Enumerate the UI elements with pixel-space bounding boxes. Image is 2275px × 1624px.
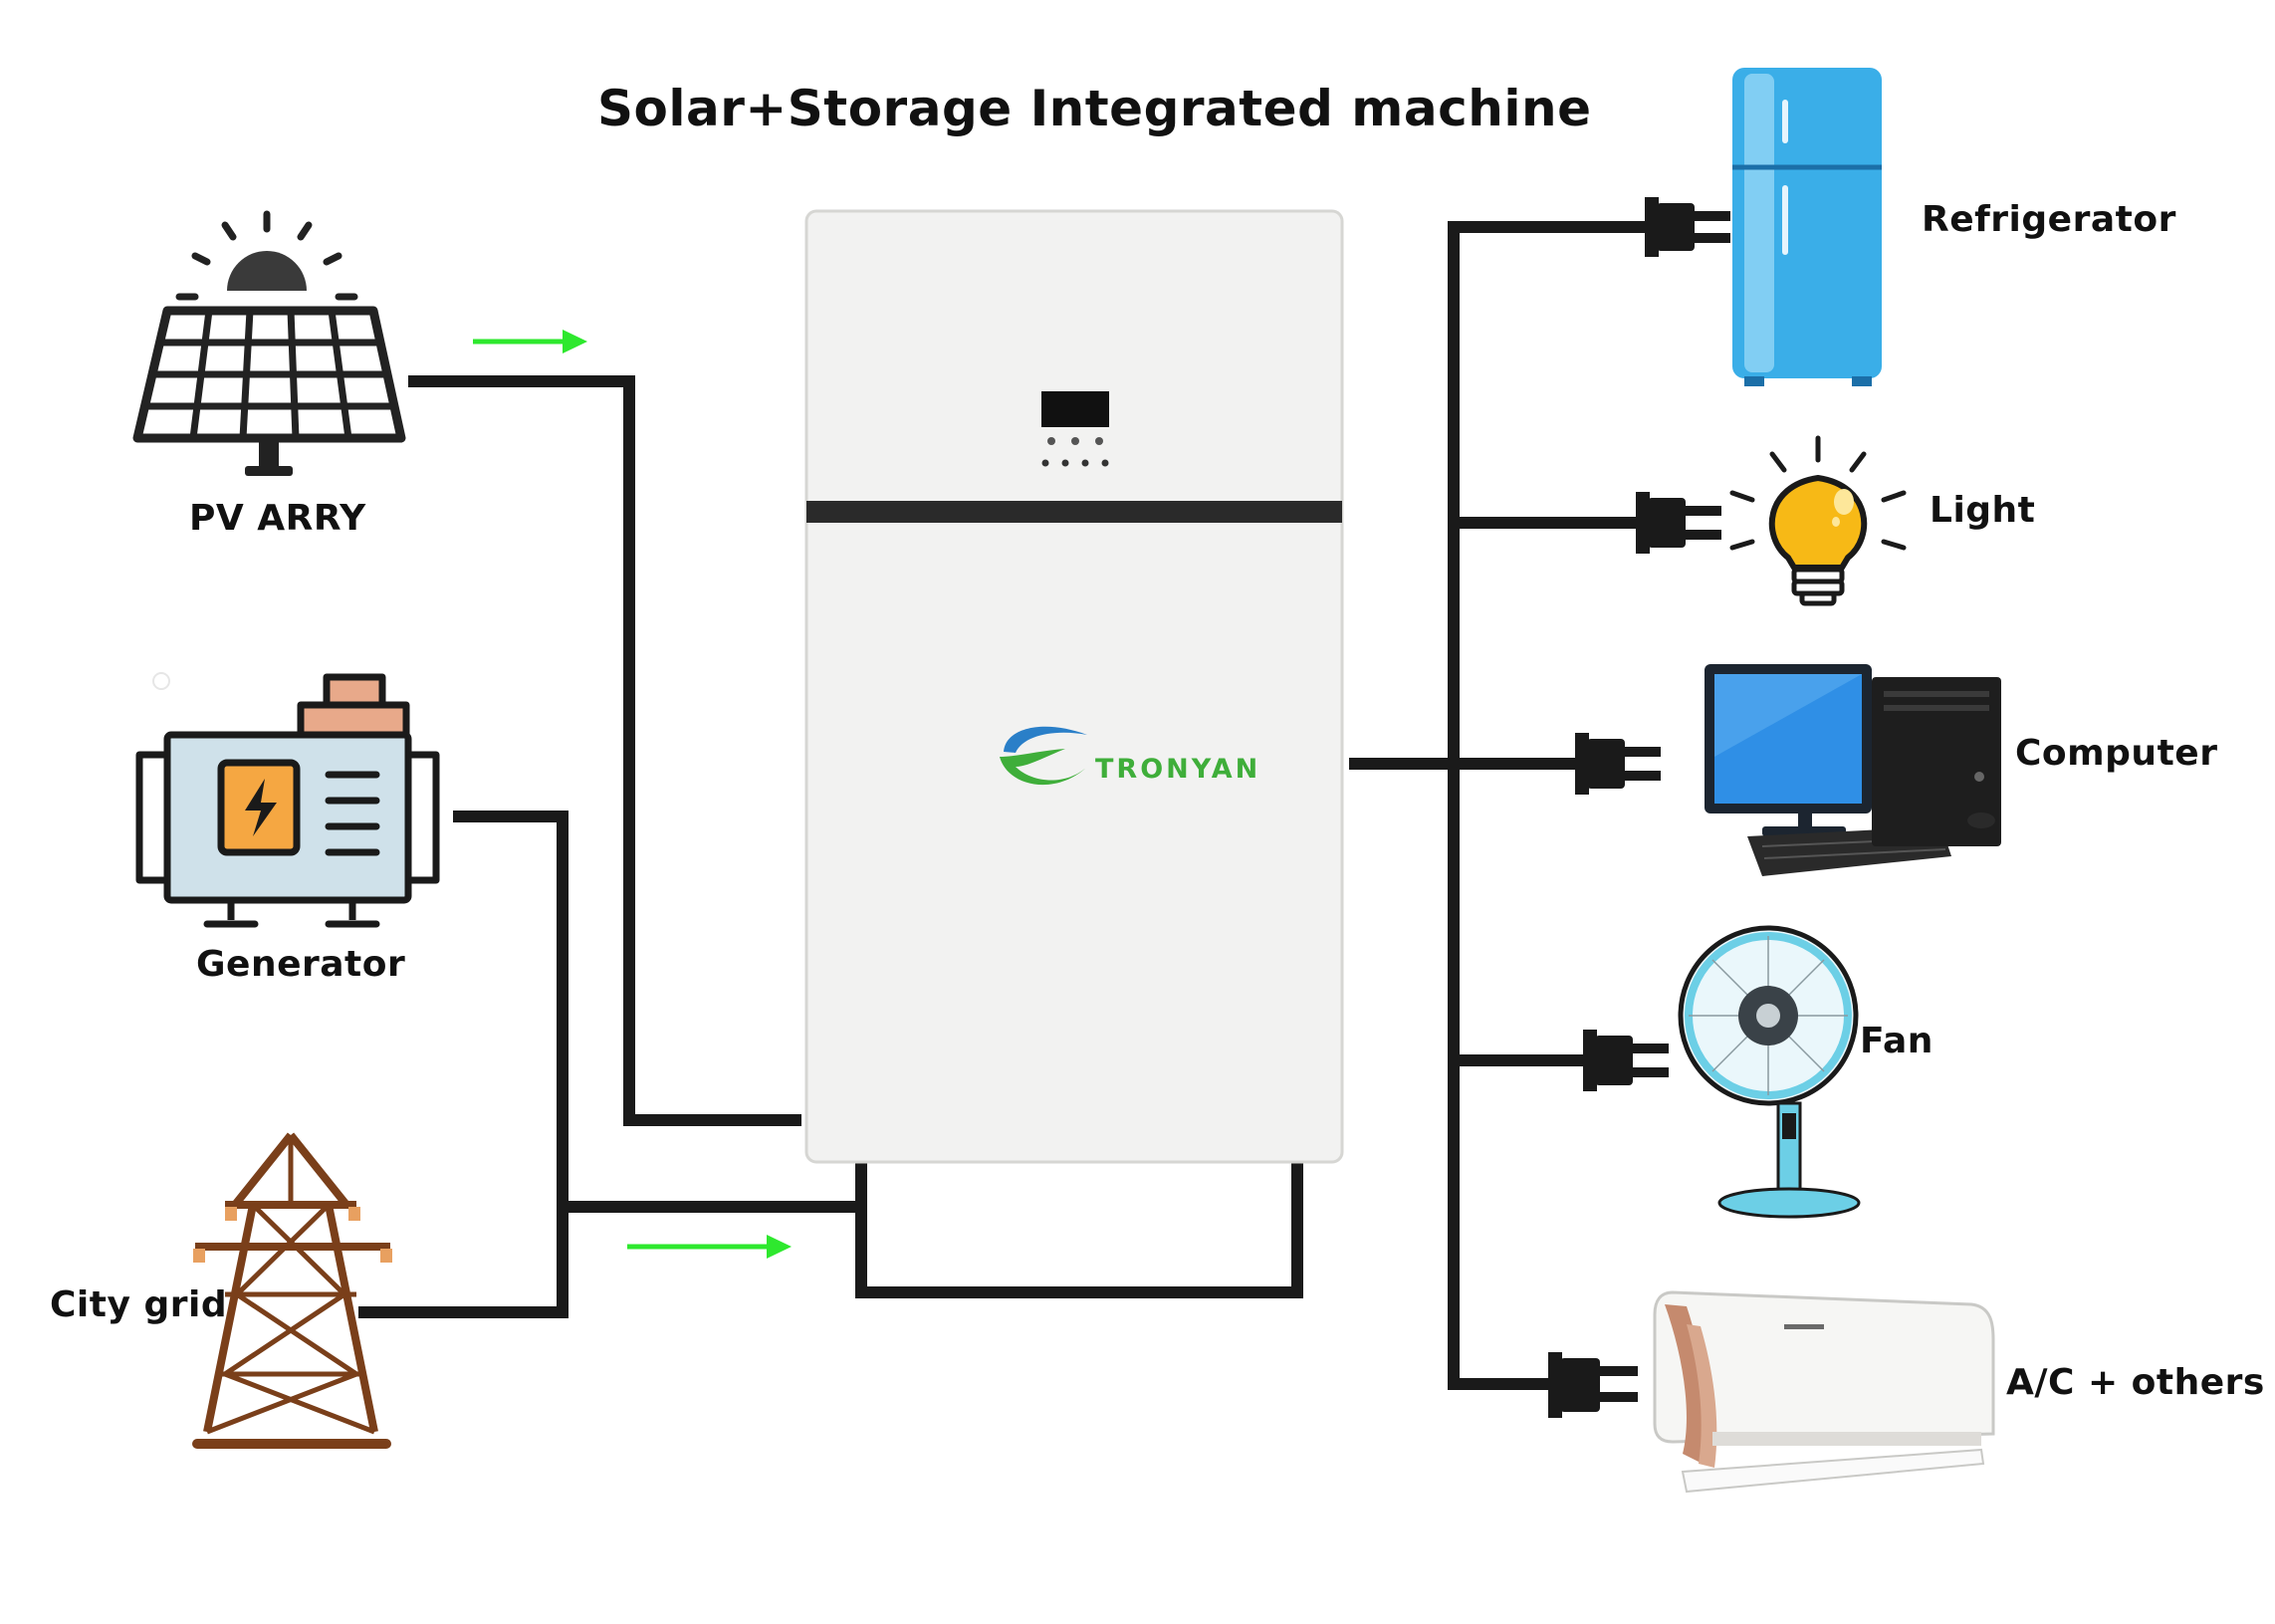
computer-icon — [1705, 664, 2001, 876]
arrow-pv — [473, 330, 587, 353]
light-label: Light — [1930, 490, 2036, 531]
city-grid-label: City grid — [50, 1284, 228, 1325]
machine-indicator-leds — [1047, 437, 1103, 445]
ac-label: A/C + others — [2006, 1362, 2265, 1403]
plug-icon-computer — [1575, 733, 1661, 795]
pv-array-label: PV ARRY — [189, 498, 366, 539]
plug-icon-light — [1636, 492, 1721, 554]
machine-divider-band — [806, 501, 1342, 523]
plug-icon-refrigerator — [1645, 197, 1730, 257]
pv-wire — [408, 375, 801, 1126]
output-wires — [1349, 221, 1648, 1390]
solar-panel-icon — [132, 210, 406, 476]
load-bus-wire — [1448, 221, 1648, 1390]
machine-buttons — [1041, 459, 1109, 467]
fan-label: Fan — [1860, 1021, 1934, 1061]
plug-icon-fan — [1583, 1030, 1669, 1091]
diagram-title: Solar+Storage Integrated machine — [597, 80, 1592, 137]
refrigerator-icon — [1732, 68, 1882, 386]
input-wires — [358, 375, 1303, 1318]
computer-label: Computer — [2015, 733, 2218, 774]
generator-wire — [358, 811, 569, 1318]
machine-display — [1041, 391, 1109, 427]
flow-arrows — [473, 330, 792, 1259]
power-tower-icon — [192, 1132, 392, 1449]
loop-wire — [855, 1160, 1303, 1298]
brand-logo-icon — [1000, 726, 1087, 786]
refrigerator-label: Refrigerator — [1922, 199, 2176, 240]
plug-icon-ac — [1548, 1352, 1638, 1418]
integrated-machine: TRONYAN — [804, 209, 1344, 1164]
arrow-grid — [627, 1235, 792, 1259]
generator-label: Generator — [196, 944, 406, 985]
machine-body — [804, 209, 1344, 1164]
brand-name: TRONYAN — [1095, 754, 1260, 785]
fan-icon — [1678, 925, 1861, 1219]
generator-icon — [135, 672, 440, 928]
air-conditioner-icon — [1653, 1290, 1995, 1494]
light-bulb-icon — [1729, 435, 1907, 606]
